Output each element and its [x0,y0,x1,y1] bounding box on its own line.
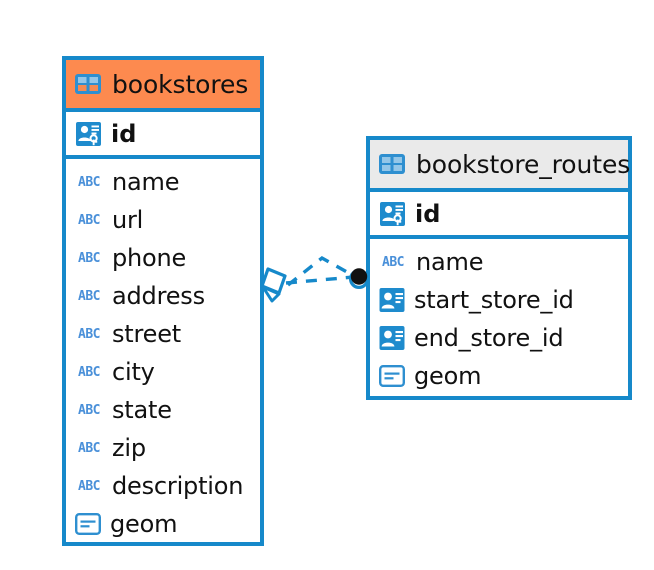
primary-key-row-bookstores[interactable]: id [66,112,260,159]
abc-icon: ABC [75,174,103,190]
field-row[interactable]: geom [370,357,628,395]
field-label: city [112,358,155,386]
primary-key-label: id [111,119,137,148]
field-row[interactable]: ABC description [66,467,260,505]
field-list-bookstores: ABC name ABC url ABC phone ABC [66,159,260,546]
abc-icon-text: ABC [78,288,100,304]
abc-icon-text: ABC [382,254,404,270]
entity-header-bookstores[interactable]: bookstores [66,60,260,112]
abc-icon: ABC [75,478,103,494]
abc-icon: ABC [75,326,103,342]
primary-key-icon [379,200,407,228]
abc-icon: ABC [75,250,103,266]
abc-icon-text: ABC [78,212,100,228]
table-icon [75,74,101,94]
abc-icon: ABC [75,402,103,418]
abc-icon-text: ABC [78,364,100,380]
abc-icon-text: ABC [78,250,100,266]
table-icon [379,154,405,174]
field-row[interactable]: ABC street [66,315,260,353]
abc-icon: ABC [75,288,103,304]
field-label: end_store_id [414,324,564,352]
field-label: state [112,396,172,424]
field-row[interactable]: ABC address [66,277,260,315]
field-label: street [112,320,181,348]
abc-icon-text: ABC [78,440,100,456]
abc-icon-text: ABC [78,326,100,342]
field-row[interactable]: end_store_id [370,319,628,357]
relationship-line-lower [285,275,355,285]
entity-bookstores[interactable]: bookstores id [62,56,264,546]
geometry-icon [75,513,101,535]
field-label: geom [110,510,178,538]
geometry-icon [379,365,405,387]
abc-icon-text: ABC [78,174,100,190]
field-row[interactable]: ABC city [66,353,260,391]
field-label: zip [112,434,146,462]
field-label: phone [112,244,187,272]
entity-header-bookstore-routes[interactable]: bookstore_routes [370,140,631,192]
field-label: address [112,282,205,310]
foreign-key-icon [379,325,405,351]
abc-icon: ABC [379,254,407,270]
field-row[interactable]: ABC zip [66,429,260,467]
foreign-key-icon [379,287,405,313]
field-label: url [112,206,144,234]
entity-bookstore-routes[interactable]: bookstore_routes id [366,136,632,400]
abc-icon-text: ABC [78,402,100,418]
primary-key-row-bookstore-routes[interactable]: id [370,192,628,239]
entity-title: bookstore_routes [416,149,631,179]
abc-icon: ABC [75,440,103,456]
field-label: name [416,248,484,276]
field-row[interactable]: ABC phone [66,239,260,277]
abc-icon: ABC [75,212,103,228]
field-label: description [112,472,244,500]
field-row[interactable]: geom [66,505,260,543]
field-row[interactable]: start_store_id [370,281,628,319]
relationship-line-upper [286,255,355,287]
diamond-marker [260,267,287,303]
primary-key-label: id [415,199,441,228]
field-row[interactable]: ABC name [370,243,628,281]
field-row[interactable]: ABC name [66,163,260,201]
abc-icon-text: ABC [78,478,100,494]
entity-title: bookstores [112,69,249,99]
field-label: name [112,168,180,196]
abc-icon: ABC [75,364,103,380]
field-list-bookstore-routes: ABC name start_store_id [370,239,628,398]
field-label: start_store_id [414,286,574,314]
field-row[interactable]: ABC url [66,201,260,239]
field-row[interactable]: ABC state [66,391,260,429]
field-label: geom [414,362,482,390]
primary-key-icon [75,120,103,148]
filled-circle-marker [349,268,370,290]
